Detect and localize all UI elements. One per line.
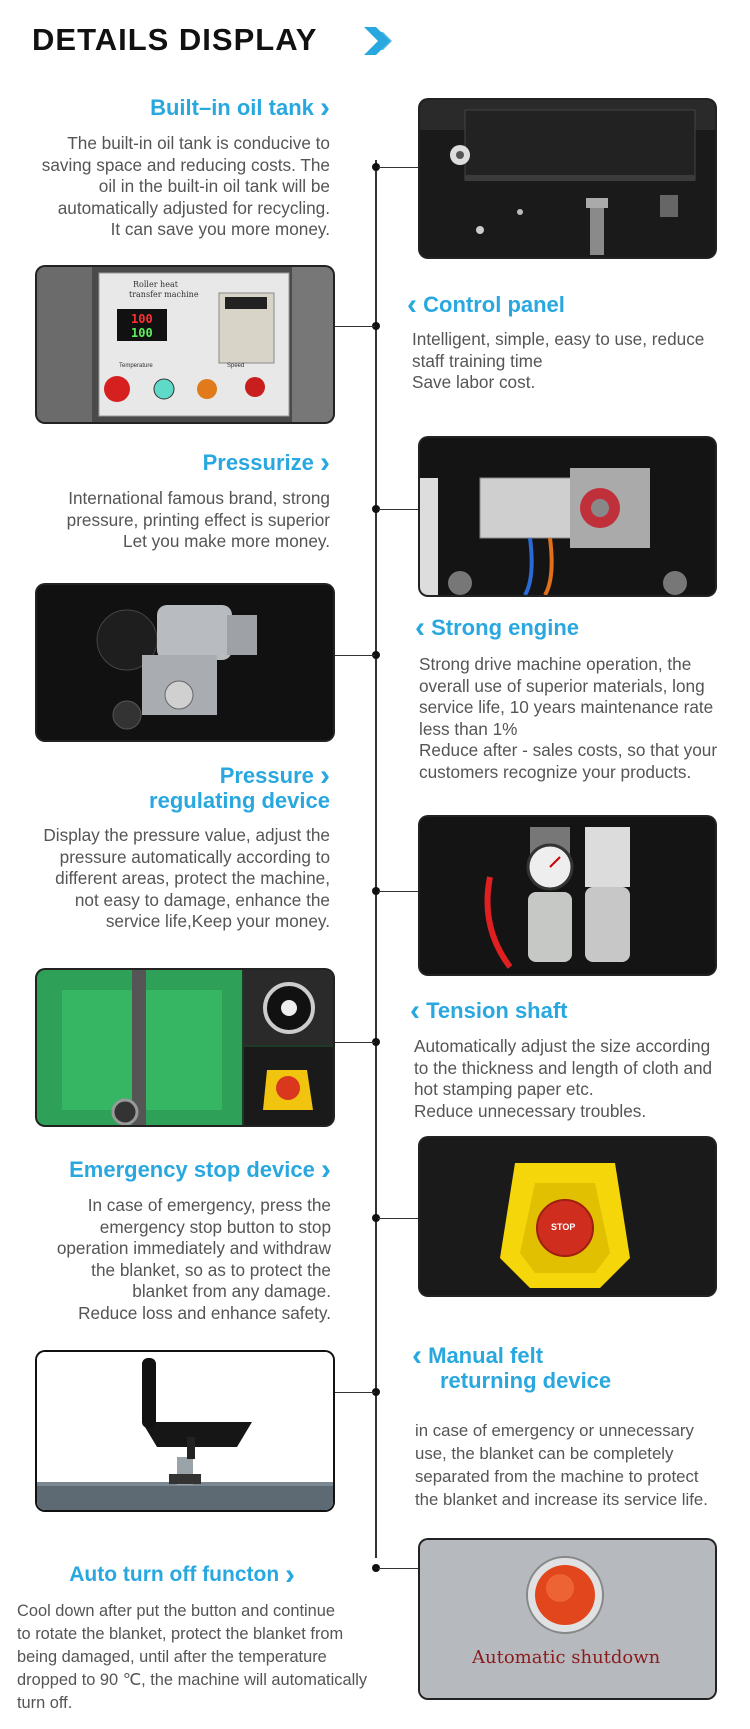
chevron-right-icon bbox=[285, 1562, 295, 1587]
section-body-control-panel: Intelligent, simple, easy to use, reduce… bbox=[412, 329, 705, 392]
photo-auto-shutdown: Automatic shutdown bbox=[420, 1540, 715, 1698]
chevron-left-icon: ‹ bbox=[407, 288, 417, 321]
speed-label: Speed bbox=[227, 363, 245, 369]
section-heading-oil-tank: Built–in oil tank bbox=[40, 95, 330, 120]
connector bbox=[378, 167, 420, 168]
timeline-dot bbox=[372, 163, 380, 171]
temp-label: Temperature bbox=[119, 363, 153, 369]
photo-oil-tank bbox=[420, 100, 715, 257]
section-heading-strong-engine: ‹ Strong engine bbox=[415, 611, 580, 644]
section-body-strong-engine: Strong drive machine operation, the over… bbox=[419, 654, 718, 782]
timeline-dot bbox=[372, 1564, 380, 1572]
section-heading-pressurize: Pressurize bbox=[40, 450, 330, 475]
connector bbox=[378, 1218, 420, 1219]
chevron-right-icon bbox=[321, 1157, 331, 1182]
panel-title-2: transfer machine bbox=[129, 290, 199, 299]
connector bbox=[333, 655, 375, 656]
photo-pressurize bbox=[420, 438, 715, 595]
section-heading-auto-turn-off: Auto turn off functon bbox=[40, 1562, 295, 1587]
temp-display-2: 100 bbox=[131, 326, 153, 340]
timeline-line bbox=[375, 160, 377, 1558]
connector bbox=[333, 1392, 375, 1393]
photo-caption-automatic-shutdown: Automatic shutdown bbox=[472, 1647, 661, 1668]
section-body-tension-shaft: Automatically adjust the size according … bbox=[414, 1036, 713, 1121]
photo-tension-shaft bbox=[37, 970, 333, 1125]
connector bbox=[378, 891, 420, 892]
chevron-left-icon: ‹ bbox=[415, 611, 425, 644]
timeline-dot bbox=[372, 887, 380, 895]
panel-title-1: Roller heat bbox=[133, 280, 178, 289]
timeline-dot bbox=[372, 651, 380, 659]
section-body-manual-felt: in case of emergency or unnecessary use,… bbox=[415, 1421, 708, 1509]
chevron-right-icon bbox=[320, 763, 330, 788]
timeline-dot bbox=[372, 1214, 380, 1222]
photo-strong-engine bbox=[37, 585, 333, 740]
section-body-emergency-stop: In case of emergency, press the emergenc… bbox=[56, 1195, 331, 1323]
section-heading-control-panel: ‹ Control panel bbox=[407, 288, 565, 321]
photo-pressure-regulator bbox=[420, 817, 715, 974]
section-heading-manual-felt: ‹ Manual felt returning device bbox=[412, 1339, 612, 1394]
section-body-pressurize: International famous brand, strong press… bbox=[66, 488, 330, 551]
timeline-dot bbox=[372, 505, 380, 513]
timeline-dot bbox=[372, 322, 380, 330]
chevron-left-icon: ‹ bbox=[410, 994, 420, 1027]
photo-manual-felt bbox=[37, 1352, 333, 1510]
chevron-right-icon bbox=[320, 95, 330, 120]
section-body-oil-tank: The built-in oil tank is conducive to sa… bbox=[41, 133, 330, 239]
chevron-right-icon bbox=[320, 450, 330, 475]
chevron-left-icon: ‹ bbox=[412, 1339, 422, 1372]
section-heading-emergency-stop: Emergency stop device bbox=[20, 1157, 331, 1182]
section-body-auto-turn-off: Cool down after put the button and conti… bbox=[17, 1602, 368, 1712]
timeline-dot bbox=[372, 1388, 380, 1396]
section-heading-tension-shaft: ‹ Tension shaft bbox=[410, 994, 568, 1027]
connector bbox=[378, 509, 420, 510]
connector bbox=[333, 326, 375, 327]
timeline-dot bbox=[372, 1038, 380, 1046]
photo-emergency-stop: STOP bbox=[420, 1138, 715, 1295]
page-title: DETAILS DISPLAY bbox=[32, 22, 318, 57]
stop-label: STOP bbox=[551, 1222, 576, 1232]
section-heading-pressure-regulating: Pressure regulating device bbox=[40, 763, 330, 813]
section-body-pressure-regulating: Display the pressure value, adjust the p… bbox=[43, 825, 330, 931]
connector bbox=[378, 1568, 420, 1569]
double-chevron-right-icon bbox=[364, 27, 392, 55]
connector bbox=[333, 1042, 375, 1043]
temp-display-1: 100 bbox=[131, 312, 153, 326]
photo-control-panel: Roller heat transfer machine 100 100 Tem… bbox=[37, 267, 333, 422]
